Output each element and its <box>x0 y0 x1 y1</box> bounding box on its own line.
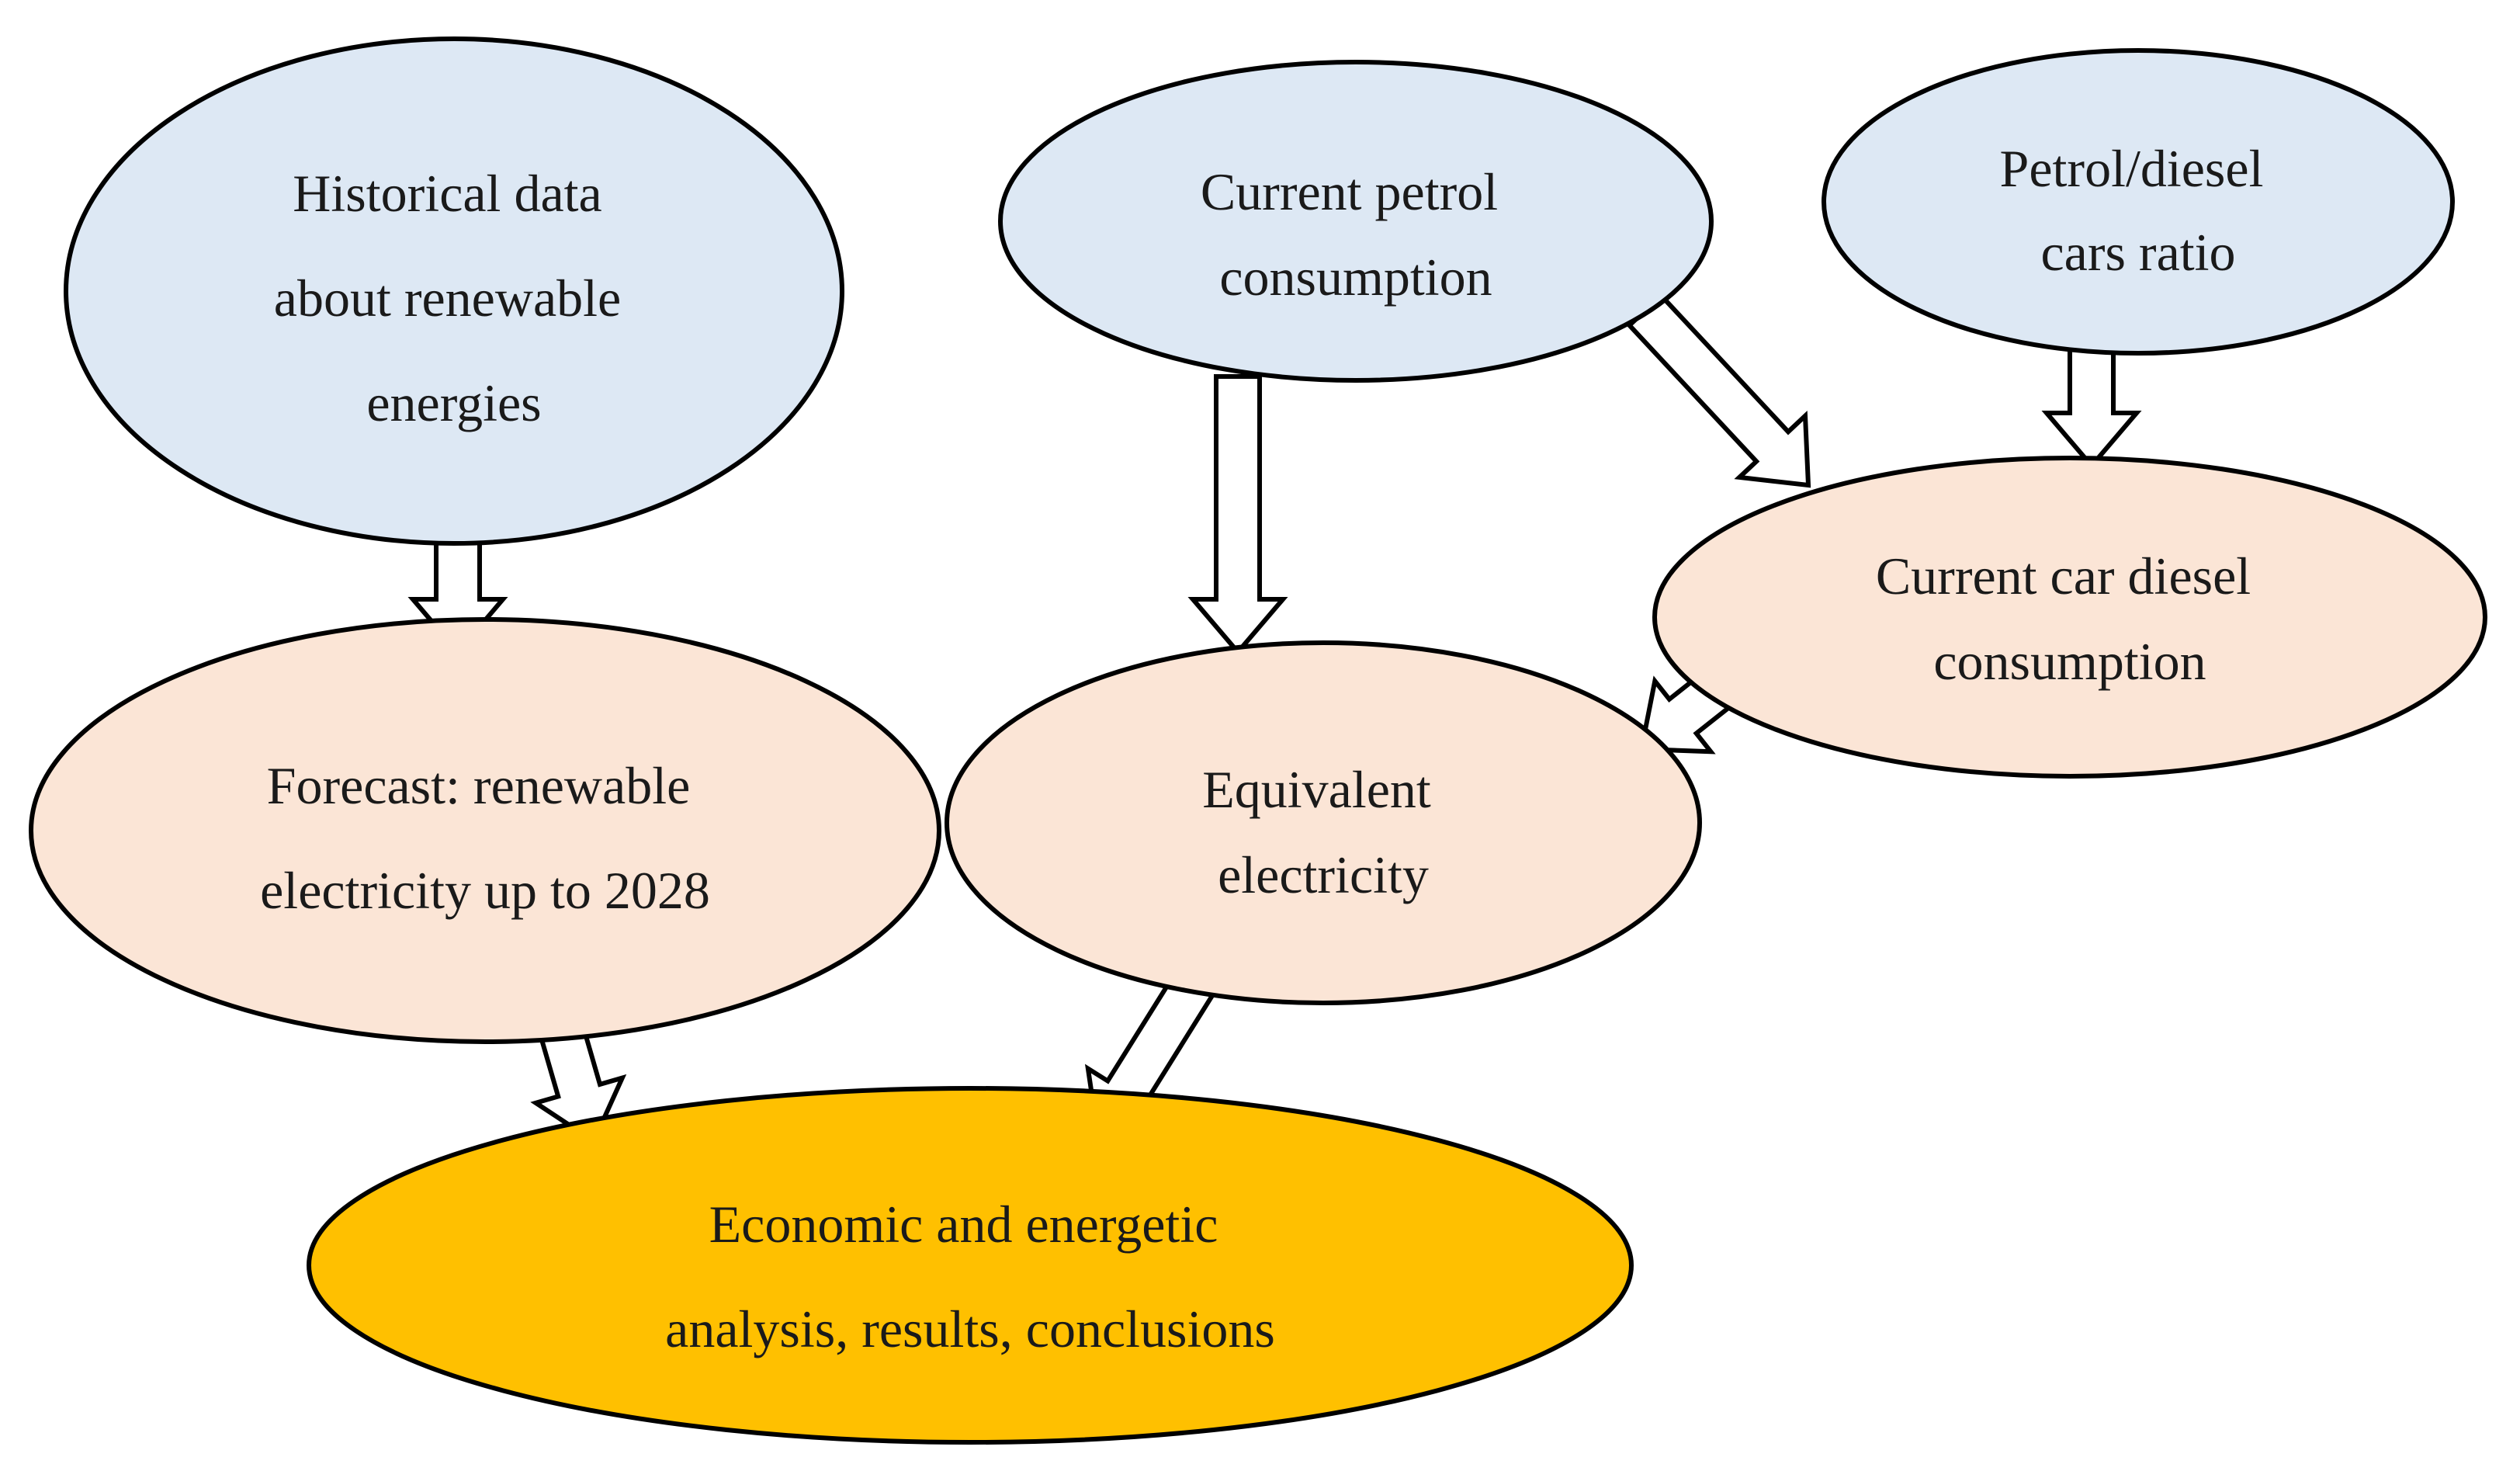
node-equivalent-electricity: Equivalent electricity <box>945 640 1702 1005</box>
arrow-current-petrol-to-current-diesel <box>1626 292 1811 488</box>
arrow-current-petrol-to-equivalent-electricity <box>1187 374 1288 656</box>
analysis-line-1: Economic and energetic <box>709 1195 1218 1254</box>
current-diesel-line-1: Current car diesel <box>1876 546 2251 605</box>
forecast-ellipse <box>29 617 941 1044</box>
svg-text:Forecast: renewable elec: Forecast: renewable electricity up to 20… <box>260 756 710 920</box>
equivalent-electricity-line-1: Equivalent <box>1202 760 1431 819</box>
forecast-line-2: electricity up to 2028 <box>260 861 710 920</box>
forecast-line-1: Forecast: renewable <box>267 756 691 815</box>
equivalent-electricity-ellipse <box>945 640 1702 1005</box>
petrol-diesel-ratio-ellipse <box>1822 48 2455 356</box>
node-analysis: Economic and energetic analysis, results… <box>307 1086 1634 1445</box>
historical-data-line-2: about renewable <box>274 269 621 328</box>
current-petrol-line-2: consumption <box>1219 248 1492 307</box>
node-petrol-diesel-ratio: Petrol/diesel cars ratio <box>1822 48 2455 356</box>
historical-data-line-1: Historical data <box>293 164 601 223</box>
svg-text:Equivalent electricity: Equivalent electricity <box>1202 760 1444 904</box>
node-historical-data: Historical data about renewable energies <box>64 36 844 546</box>
equivalent-electricity-line-2: electricity <box>1218 845 1429 904</box>
petrol-diesel-ratio-line-1: Petrol/diesel <box>2000 139 2264 198</box>
analysis-line-2: analysis, results, conclusions <box>665 1299 1275 1358</box>
svg-text:Historical data about re: Historical data about renewable energies <box>274 164 634 432</box>
historical-data-line-3: energies <box>366 373 541 432</box>
node-current-petrol: Current petrol consumption <box>998 60 1714 383</box>
current-diesel-line-2: consumption <box>1933 632 2206 691</box>
analysis-ellipse <box>307 1086 1634 1445</box>
current-petrol-ellipse <box>998 60 1714 383</box>
svg-text:Current petrol consumpti: Current petrol consumption <box>1201 162 1511 307</box>
node-forecast: Forecast: renewable electricity up to 20… <box>29 617 941 1044</box>
current-petrol-line-1: Current petrol <box>1201 162 1498 221</box>
current-diesel-ellipse <box>1652 456 2487 779</box>
svg-text:Petrol/diesel cars ratio: Petrol/diesel cars ratio <box>2000 139 2277 282</box>
historical-data-ellipse <box>64 36 844 546</box>
petrol-diesel-ratio-line-2: cars ratio <box>2040 223 2235 282</box>
node-current-diesel: Current car diesel consumption <box>1652 456 2487 779</box>
svg-text:Economic and energetic a: Economic and energetic analysis, results… <box>665 1195 1275 1358</box>
svg-text:Current car diesel consu: Current car diesel consumption <box>1876 546 2264 691</box>
